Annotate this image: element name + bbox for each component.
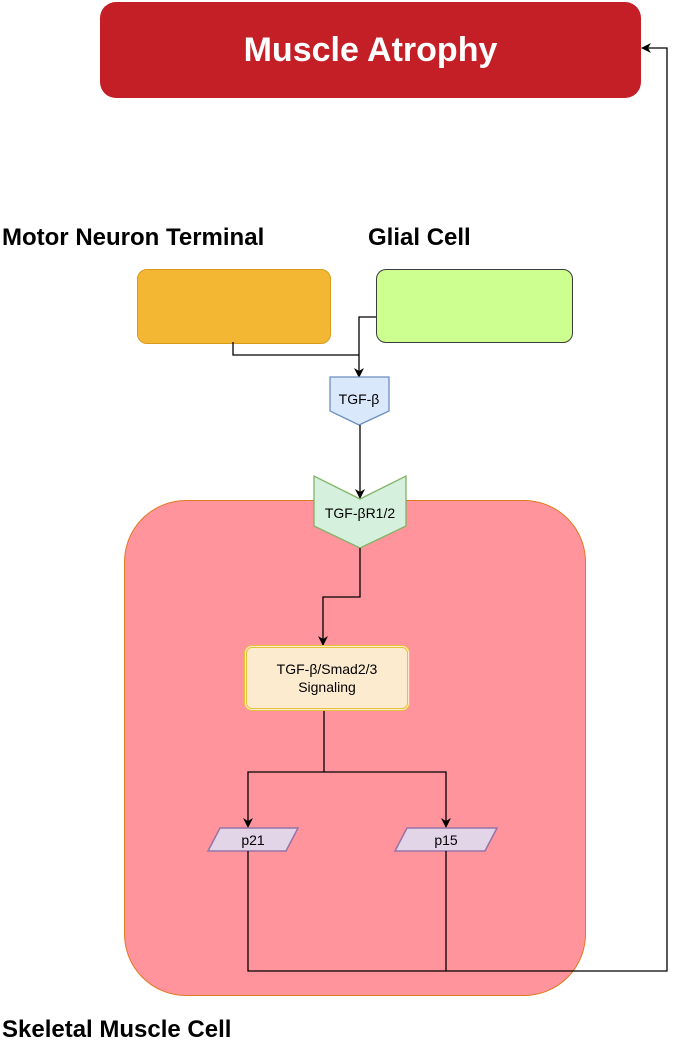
- p21-label: p21: [241, 832, 265, 848]
- edge-p21-to-atrophy: [247, 851, 446, 972]
- edge-motor-to-tgfb: [232, 342, 359, 356]
- edge-receptor-to-signaling: [318, 548, 361, 646]
- signaling-label-line1: TGF-β/Smad2/3: [276, 661, 378, 677]
- motor-neuron-terminal-box: [137, 269, 331, 344]
- edge-signaling-to-p21: [243, 771, 324, 828]
- muscle-atrophy-title: Muscle Atrophy: [243, 30, 498, 69]
- signaling-label-line2: Signaling: [298, 679, 356, 695]
- glial-cell-box: [376, 269, 573, 343]
- motor-neuron-terminal-label: Motor Neuron Terminal: [2, 224, 265, 251]
- muscle-atrophy-box: Muscle Atrophy: [100, 2, 641, 98]
- p15-label: p15: [434, 832, 458, 848]
- p15-node: p15: [393, 827, 499, 852]
- tgf-beta-label: TGF-β: [339, 391, 380, 407]
- edge-signaling-to-p15: [324, 771, 451, 828]
- tgf-beta-smad-signaling-node: TGF-β/Smad2/3 Signaling: [244, 645, 410, 711]
- skeletal-muscle-cell-container: [124, 500, 586, 996]
- p21-node: p21: [206, 827, 300, 852]
- tgf-beta-receptor-label: TGF-βR1/2: [325, 505, 395, 521]
- edge-p15-to-atrophy: [445, 43, 668, 972]
- tgf-beta-receptor-node: TGF-βR1/2: [313, 474, 407, 549]
- glial-cell-label: Glial Cell: [368, 224, 471, 251]
- skeletal-muscle-cell-label: Skeletal Muscle Cell: [2, 1016, 232, 1043]
- edge-glial-to-tgfb: [354, 316, 376, 378]
- tgf-beta-ligand-node: TGF-β: [329, 376, 390, 426]
